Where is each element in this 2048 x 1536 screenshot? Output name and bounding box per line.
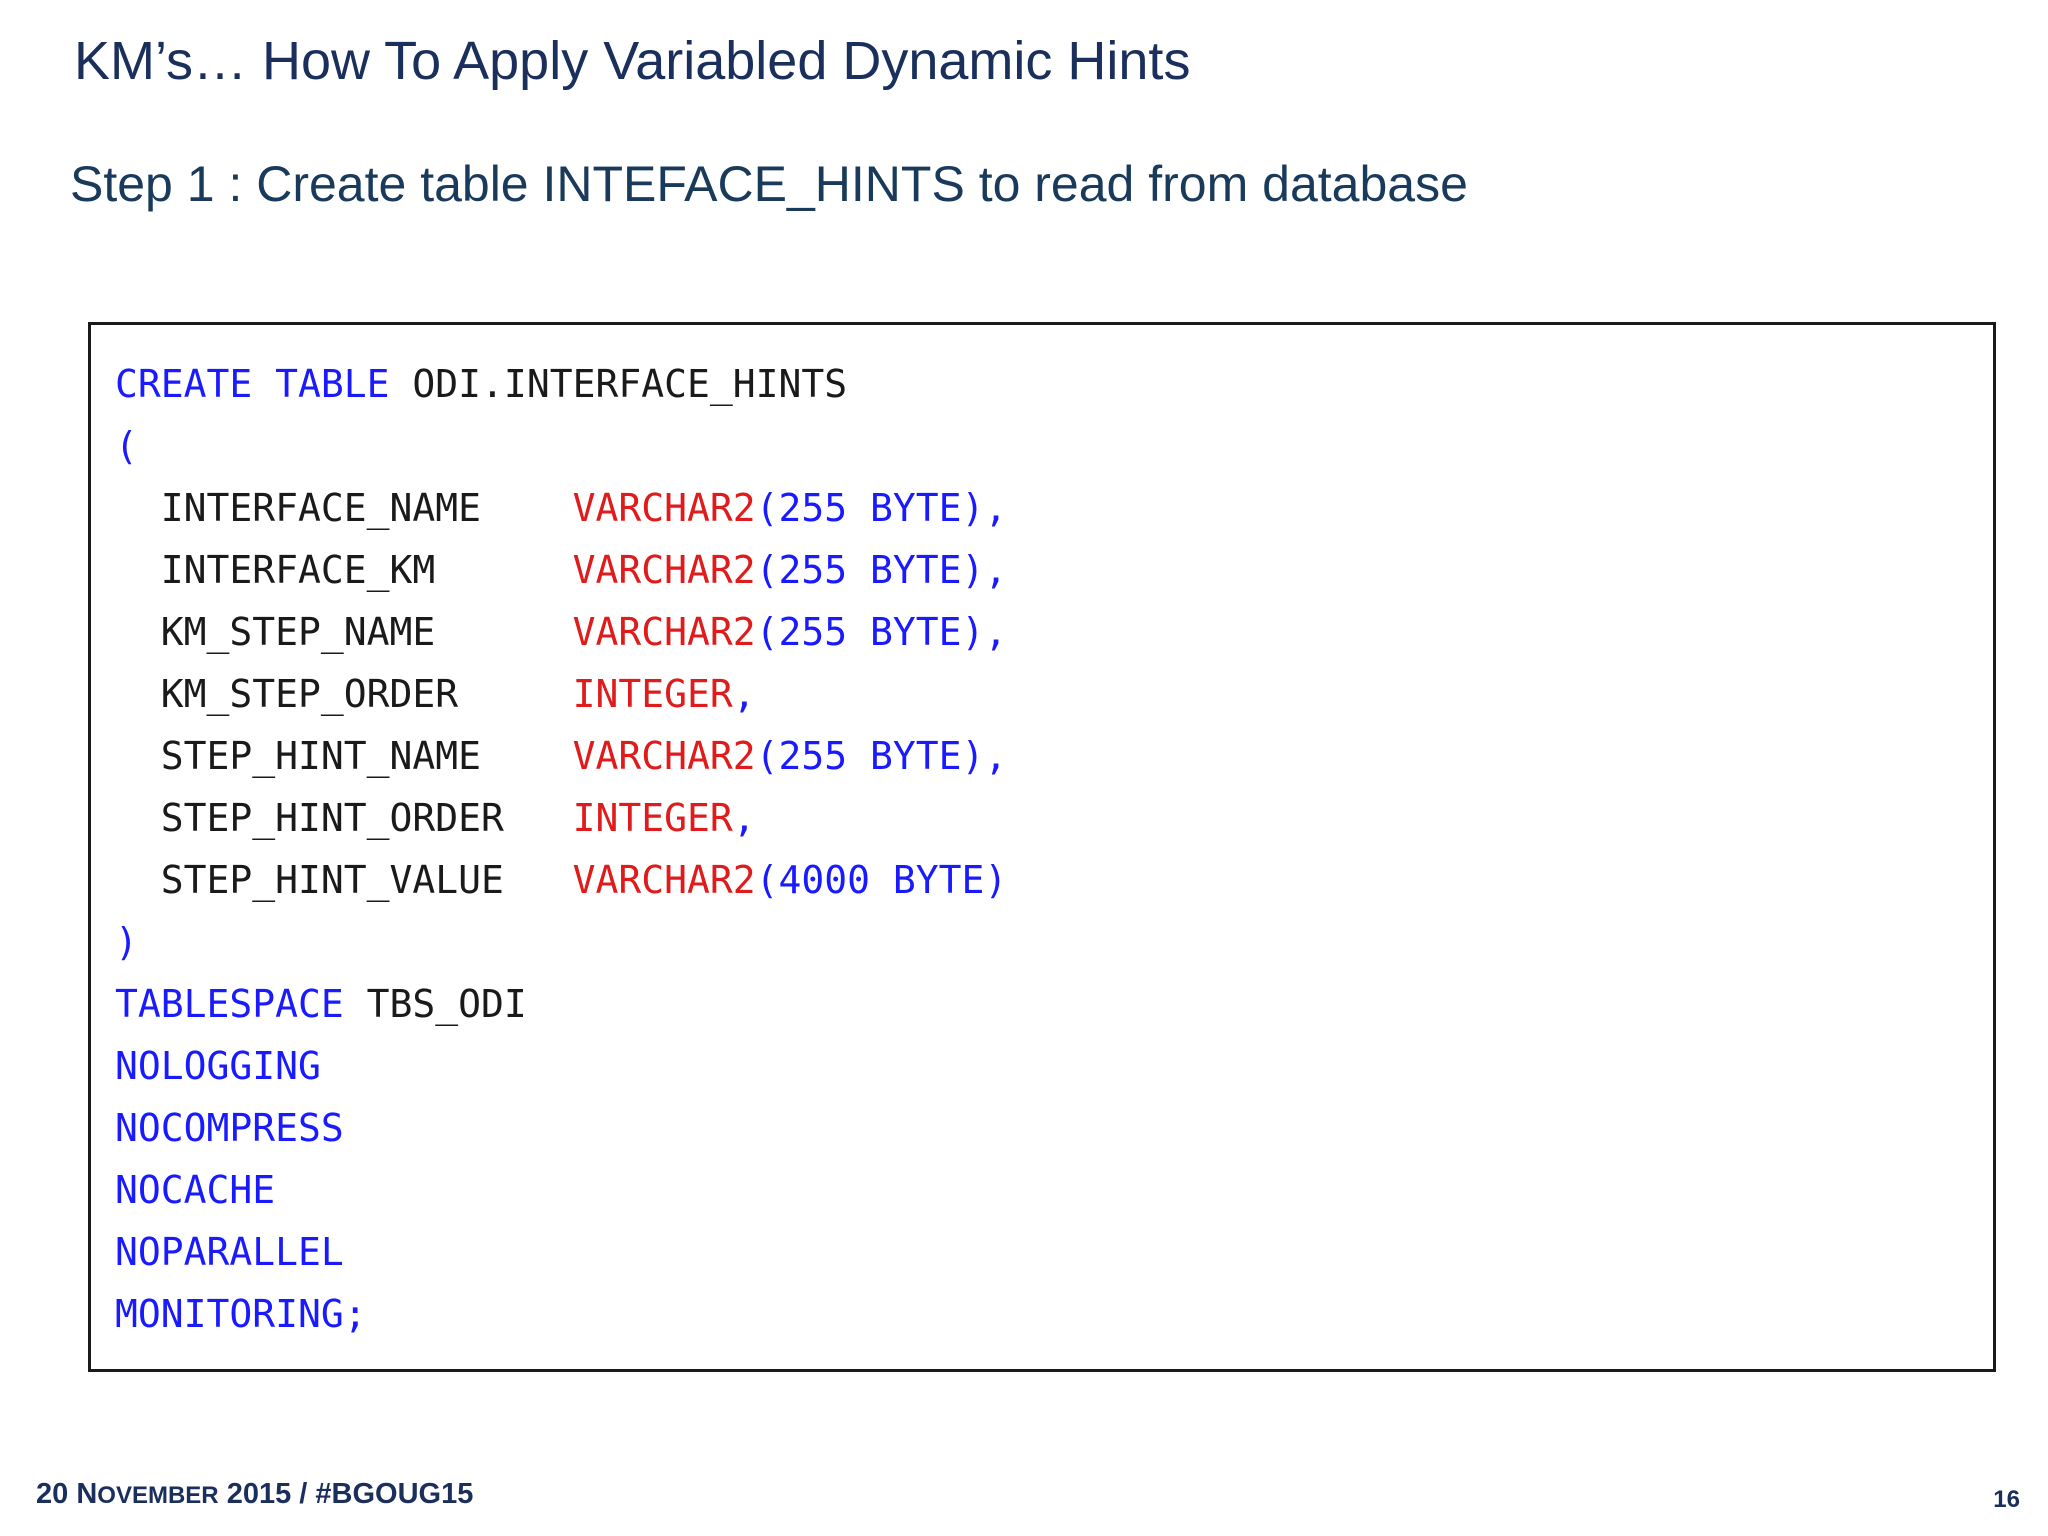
- code-token-kw: NOPARALLEL: [115, 1230, 344, 1274]
- code-token-punc: ): [115, 920, 138, 964]
- code-line: STEP_HINT_ORDER INTEGER,: [115, 787, 1993, 849]
- code-line: INTERFACE_KM VARCHAR2(255 BYTE),: [115, 539, 1993, 601]
- code-line: (: [115, 415, 1993, 477]
- code-token-kw: CREATE TABLE: [115, 362, 390, 406]
- code-token-plain: KM_STEP_ORDER: [115, 672, 573, 716]
- code-line: TABLESPACE TBS_ODI: [115, 973, 1993, 1035]
- code-token-kw: NOCOMPRESS: [115, 1106, 344, 1150]
- footer-rest: 2015 / #BGOUG15: [218, 1478, 474, 1510]
- code-line: NOLOGGING: [115, 1035, 1993, 1097]
- code-token-type: VARCHAR2: [572, 858, 756, 902]
- page-title: KM’s… How To Apply Variabled Dynamic Hin…: [74, 31, 1191, 91]
- code-token-punc: (255 BYTE),: [755, 486, 1008, 530]
- code-token-punc: (255 BYTE),: [755, 610, 1008, 654]
- code-token-kw: TABLESPACE: [115, 982, 344, 1026]
- code-token-type: INTEGER: [572, 672, 733, 716]
- code-line: STEP_HINT_VALUE VARCHAR2(4000 BYTE): [115, 849, 1993, 911]
- code-token-kw: NOCACHE: [115, 1168, 276, 1212]
- code-line: NOPARALLEL: [115, 1221, 1993, 1283]
- code-line: CREATE TABLE ODI.INTERFACE_HINTS: [115, 353, 1993, 415]
- code-line: STEP_HINT_NAME VARCHAR2(255 BYTE),: [115, 725, 1993, 787]
- code-token-punc: (255 BYTE),: [755, 548, 1008, 592]
- sql-code-block: CREATE TABLE ODI.INTERFACE_HINTS ( INTERF…: [88, 322, 1996, 1372]
- code-token-type: VARCHAR2: [572, 486, 756, 530]
- code-token-plain: STEP_HINT_VALUE: [115, 858, 573, 902]
- code-line: INTERFACE_NAME VARCHAR2(255 BYTE),: [115, 477, 1993, 539]
- slide-number: 16: [1993, 1486, 2020, 1513]
- code-token-punc: ,: [732, 796, 756, 840]
- code-token-plain: INTERFACE_NAME: [115, 486, 573, 530]
- code-token-kw: MONITORING;: [115, 1292, 367, 1336]
- code-line: NOCOMPRESS: [115, 1097, 1993, 1159]
- code-token-plain: STEP_HINT_ORDER: [115, 796, 573, 840]
- slide-subtitle: Step 1 : Create table INTEFACE_HINTS to …: [70, 156, 1468, 212]
- footer-day: 20: [36, 1478, 77, 1510]
- footer-date: 20 NOVEMBER 2015 / #BGOUG15: [36, 1478, 473, 1511]
- code-line: ): [115, 911, 1993, 973]
- code-line: NOCACHE: [115, 1159, 1993, 1221]
- code-token-type: INTEGER: [572, 796, 733, 840]
- code-token-type: VARCHAR2: [572, 610, 756, 654]
- code-token-punc: (255 BYTE),: [755, 734, 1008, 778]
- code-token-punc: (: [115, 424, 138, 468]
- code-line: KM_STEP_NAME VARCHAR2(255 BYTE),: [115, 601, 1993, 663]
- code-token-plain: ODI.INTERFACE_HINTS: [389, 362, 848, 406]
- code-token-kw: NOLOGGING: [115, 1044, 321, 1088]
- code-token-type: VARCHAR2: [572, 548, 756, 592]
- code-token-plain: STEP_HINT_NAME: [115, 734, 573, 778]
- footer-month: NOVEMBER: [76, 1478, 219, 1510]
- code-token-punc: (4000 BYTE): [755, 858, 1008, 902]
- code-token-plain: KM_STEP_NAME: [115, 610, 573, 654]
- code-line: KM_STEP_ORDER INTEGER,: [115, 663, 1993, 725]
- code-token-punc: ,: [732, 672, 756, 716]
- code-token-plain: TBS_ODI: [343, 982, 527, 1026]
- sql-code-content: CREATE TABLE ODI.INTERFACE_HINTS ( INTERF…: [91, 325, 1993, 1345]
- code-token-type: VARCHAR2: [572, 734, 756, 778]
- code-line: MONITORING;: [115, 1283, 1993, 1345]
- code-token-plain: INTERFACE_KM: [115, 548, 573, 592]
